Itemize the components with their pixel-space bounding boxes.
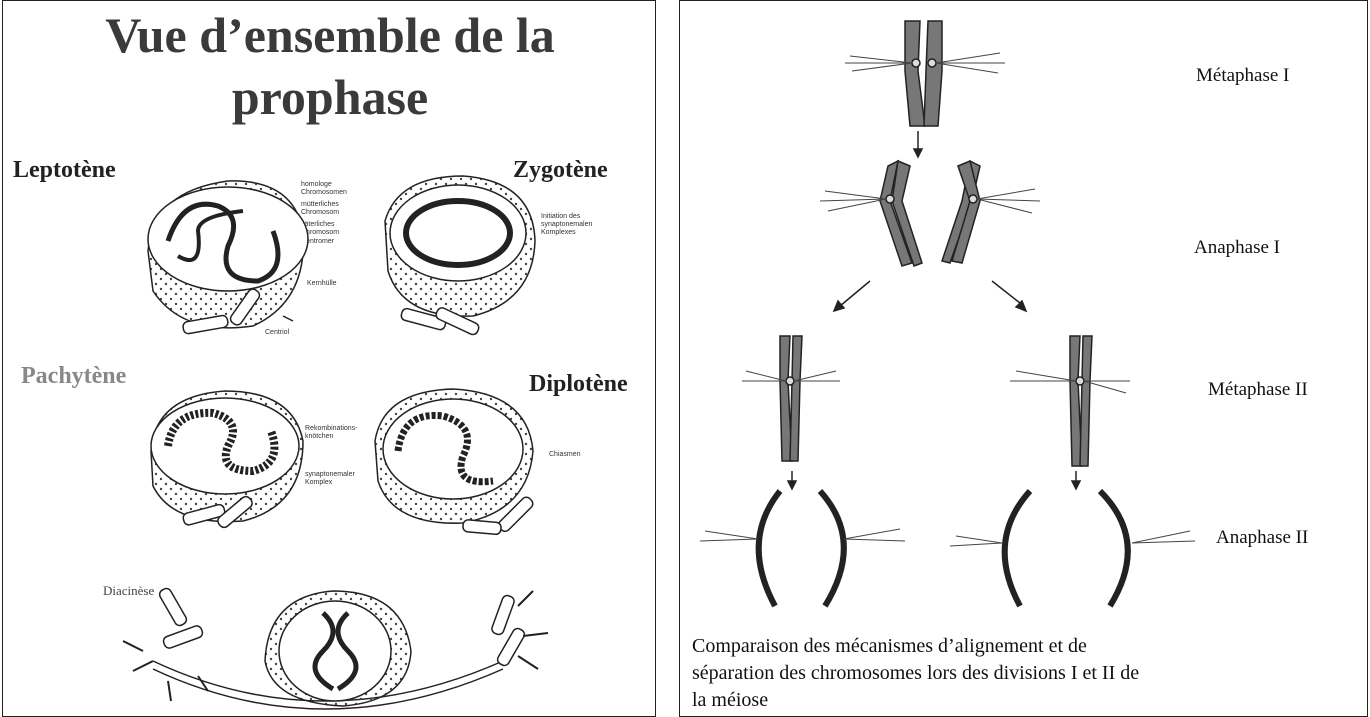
process-arrows <box>788 131 1080 489</box>
anaphase-2-spindle <box>700 529 1195 546</box>
metaphase-1-spindle <box>845 53 1005 73</box>
prophase-illustration <box>3 1 656 717</box>
diplotene-cell <box>375 389 533 523</box>
leptotene-cell <box>148 181 308 328</box>
anaphase-2-chromosomes <box>759 491 1128 606</box>
pachytene-cell <box>151 391 303 522</box>
metaphase-1-chromosomes <box>905 21 942 126</box>
meiosis-illustration <box>680 1 1368 717</box>
metaphase-2-chromosomes <box>780 336 1092 466</box>
diacinese-cell <box>153 591 503 709</box>
anaphase-1-chromosomes <box>880 161 980 266</box>
zygotene-cell <box>385 176 535 316</box>
prophase-panel: Vue d’ensemble de la prophase Leptotène … <box>2 0 656 717</box>
meiosis-panel: Métaphase I Anaphase I Métaphase II Anap… <box>679 0 1368 717</box>
anaphase-1-spindle <box>820 189 1040 213</box>
